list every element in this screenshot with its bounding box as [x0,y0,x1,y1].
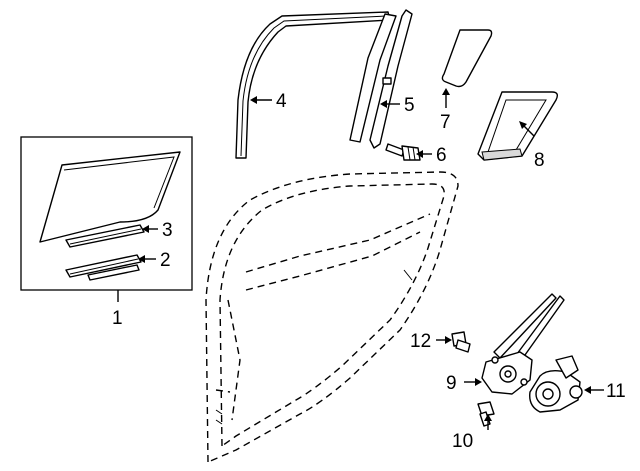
belt-molding-lower [65,254,142,278]
callout-12: 12 [410,331,431,352]
rear-glass-channel [349,9,413,149]
bolt-6 [385,143,421,161]
regulator-motor [529,355,583,413]
window-regulator [481,293,565,395]
quarter-glass-piece [441,29,493,88]
callout-4: 4 [276,91,287,112]
bolt-12 [451,331,471,353]
callout-11: 11 [606,381,626,402]
callout-9: 9 [446,373,457,394]
callout-8: 8 [534,150,545,171]
door-outer-outline [205,171,459,463]
rear-channel [349,13,397,143]
leader-lines [117,88,604,430]
regulator-arm-left [493,293,557,359]
callout-1: 1 [112,308,123,329]
callout-labels: 1 2 3 4 5 6 7 8 9 10 11 12 [112,91,626,452]
door-glass [39,151,181,243]
quarter-glass-seal [477,91,559,161]
bolt-10 [477,401,495,427]
callout-3: 3 [162,220,173,241]
callout-10: 10 [452,431,473,452]
rear-door-shell [205,171,459,463]
door-inner-outline [219,183,445,447]
callout-6: 6 [436,145,447,166]
callout-2: 2 [160,250,171,271]
door-belt-line [245,213,431,273]
quarter-glass [441,29,493,88]
callout-7: 7 [440,112,451,133]
callout-5: 5 [404,95,415,116]
glass-assembly-inset [20,136,193,291]
belt-molding-upper [65,224,145,248]
